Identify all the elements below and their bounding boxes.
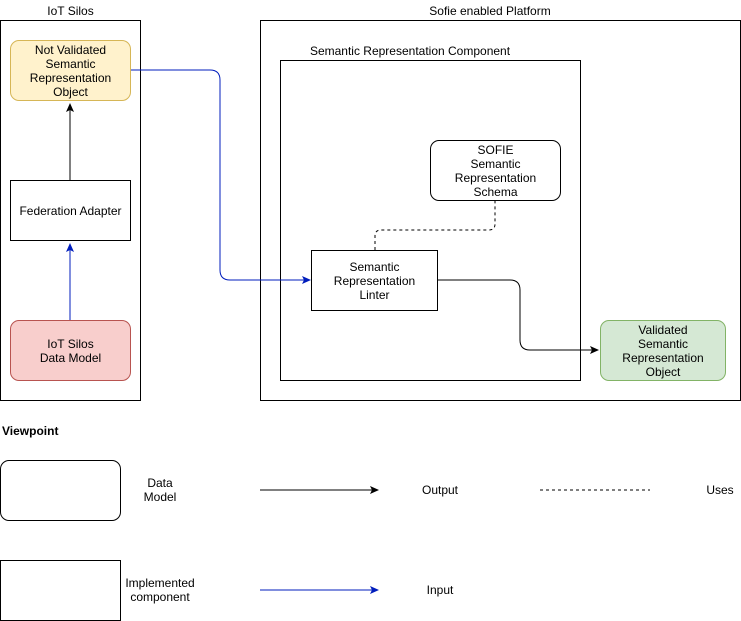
arrow-not-validated-to-linter — [130, 69, 311, 284]
legend-uses-label: Uses — [706, 483, 734, 497]
uses-linter-schema — [374, 200, 496, 250]
semantic-linter: Semantic Representation Linter — [311, 250, 438, 311]
sofie-platform-title: Sofie enabled Platform — [429, 4, 551, 18]
legend-title: Viewpoint — [2, 424, 59, 438]
legend-implemented-shape — [0, 560, 121, 621]
legend-data-model-shape — [0, 460, 121, 521]
federation-adapter: Federation Adapter — [10, 180, 131, 241]
legend-implemented-label: Implemented component — [125, 576, 195, 604]
arrow-linter-to-validated — [437, 279, 599, 354]
legend-output-label: Output — [421, 483, 459, 497]
iot-silos-data-model: IoT Silos Data Model — [10, 320, 131, 381]
iot-silos-container — [0, 20, 141, 401]
semantic-component-title: Semantic Representation Component — [309, 44, 511, 58]
sofie-schema: SOFIE Semantic Representation Schema — [430, 140, 561, 201]
legend-input-label: Input — [426, 583, 454, 597]
not-validated-object: Not Validated Semantic Representation Ob… — [10, 40, 131, 101]
semantic-component-container — [280, 60, 581, 381]
iot-silos-title: IoT Silos — [47, 4, 94, 18]
validated-object: Validated Semantic Representation Object — [600, 320, 726, 381]
legend-data-model-label: Data Model — [143, 476, 177, 504]
